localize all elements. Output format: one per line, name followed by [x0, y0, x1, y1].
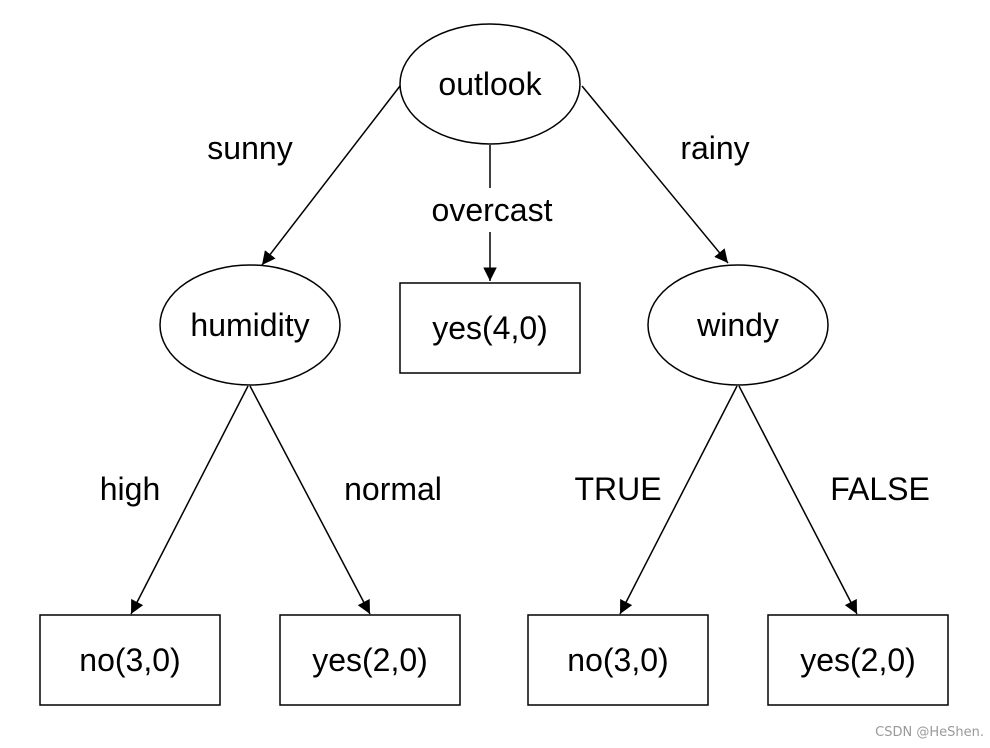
edge-label-true: TRUE: [574, 471, 661, 507]
leaf-false-label: yes(2,0): [800, 642, 916, 678]
leaf-true-label: no(3,0): [567, 642, 668, 678]
node-outlook-label: outlook: [438, 66, 542, 102]
node-outlook-ellipse: [399, 23, 581, 145]
leaf-true-box: [527, 614, 709, 706]
leaf-normal-label: yes(2,0): [312, 642, 428, 678]
edge-windy-false: [738, 385, 858, 615]
leaf-false-box: [767, 614, 949, 706]
leaf-overcast-box: [399, 282, 581, 374]
edge-outlook-humidity: [261, 85, 401, 266]
edge-humidity-high: [130, 385, 249, 615]
edge-label-false: FALSE: [830, 471, 930, 507]
node-humidity-ellipse: [159, 264, 341, 386]
node-windy-label: windy: [696, 307, 779, 343]
node-windy-ellipse: [647, 264, 829, 386]
edge-label-high: high: [100, 471, 161, 507]
edge-label-sunny: sunny: [207, 130, 292, 166]
node-humidity-label: humidity: [190, 307, 309, 343]
edge-label-rainy: rainy: [680, 130, 749, 166]
leaf-normal-box: [279, 614, 461, 706]
leaf-high-label: no(3,0): [79, 642, 180, 678]
edge-humidity-normal: [249, 385, 371, 615]
edge-label-overcast-bg: [416, 188, 566, 232]
leaf-high-box: [39, 614, 221, 706]
edge-outlook-windy: [581, 85, 729, 264]
watermark-text: CSDN @HeShen.: [875, 725, 984, 740]
edge-windy-true: [619, 385, 738, 615]
edge-label-overcast: overcast: [432, 192, 553, 228]
leaf-overcast-label: yes(4,0): [432, 310, 548, 346]
edge-label-normal: normal: [344, 471, 442, 507]
